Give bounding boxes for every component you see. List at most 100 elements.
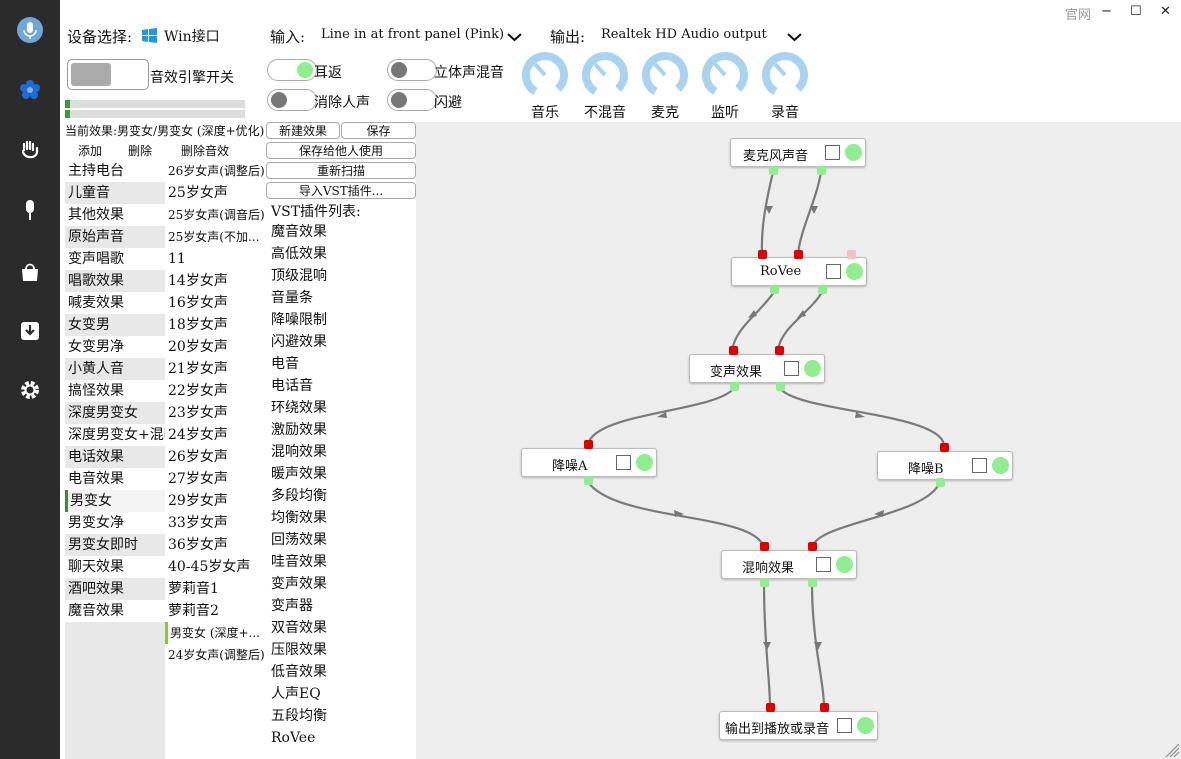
category-item[interactable]: 男变女 — [65, 490, 165, 512]
category-item[interactable]: 电话效果 — [65, 446, 165, 468]
preset-item[interactable]: 36岁女声 — [168, 537, 228, 553]
save-button[interactable]: 保存 — [341, 122, 416, 139]
category-item[interactable]: 变声唱歌 — [65, 248, 165, 270]
microphone-logo-icon[interactable] — [0, 10, 60, 50]
driver-select[interactable]: Win接口 — [164, 29, 220, 45]
preset-item[interactable]: 27岁女声 — [168, 471, 228, 487]
port-output[interactable] — [776, 382, 785, 391]
ear-return-toggle[interactable] — [267, 59, 317, 81]
port-input[interactable] — [847, 250, 856, 259]
maximize-button[interactable]: ☐ — [1130, 4, 1142, 19]
engine-switch[interactable] — [67, 59, 149, 90]
vst-plugin-item[interactable]: 哇音效果 — [271, 554, 327, 570]
port-input[interactable] — [758, 250, 767, 259]
vst-plugin-item[interactable]: 人声EQ — [271, 686, 321, 702]
vocal-remove-toggle[interactable] — [267, 89, 317, 111]
input-chevron-down-icon[interactable] — [507, 30, 522, 46]
node-mic-input[interactable]: 麦克风声音 — [730, 138, 866, 167]
vst-plugin-item[interactable]: 激励效果 — [271, 422, 327, 438]
node-enable-indicator[interactable] — [846, 263, 863, 280]
sliders-icon[interactable] — [825, 145, 840, 160]
preset-item[interactable]: 21岁女声 — [168, 361, 228, 377]
node-output[interactable]: 输出到播放或录音 — [719, 711, 878, 740]
vst-plugin-item[interactable]: 压限效果 — [271, 642, 327, 658]
output-select[interactable]: Realtek HD Audio output — [601, 27, 767, 42]
category-item[interactable]: 唱歌效果 — [65, 270, 165, 292]
vst-plugin-item[interactable]: 魔音效果 — [271, 224, 327, 240]
preset-item[interactable]: 26岁女声 — [168, 449, 228, 465]
port-output[interactable] — [769, 166, 778, 175]
vst-plugin-item[interactable]: 高低效果 — [271, 246, 327, 262]
ducking-toggle[interactable] — [387, 89, 437, 111]
preset-item[interactable]: 20岁女声 — [168, 339, 228, 355]
add-effect-button[interactable]: 添加 — [78, 144, 103, 158]
shopping-bag-icon[interactable] — [0, 252, 60, 292]
vst-plugin-item[interactable]: RoVee — [271, 730, 316, 746]
preset-item[interactable]: 男变女 (深度+... — [165, 622, 266, 644]
node-reverb[interactable]: 混响效果 — [721, 550, 857, 579]
output-chevron-down-icon[interactable] — [787, 30, 802, 46]
node-voice-change[interactable]: 变声效果 — [689, 354, 825, 383]
input-select[interactable]: Line in at front panel (Pink) — [321, 27, 505, 42]
port-output[interactable] — [770, 285, 779, 294]
port-input[interactable] — [940, 443, 949, 452]
node-enable-indicator[interactable] — [992, 457, 1009, 474]
port-output[interactable] — [730, 382, 739, 391]
vst-plugin-item[interactable]: 闪避效果 — [271, 334, 327, 350]
vst-plugin-item[interactable]: 环绕效果 — [271, 400, 327, 416]
port-output[interactable] — [818, 285, 827, 294]
close-button[interactable]: ✕ — [1160, 4, 1171, 19]
preset-item[interactable]: 40-45岁女声 — [168, 559, 251, 575]
vst-plugin-item[interactable]: 变声器 — [271, 598, 313, 614]
gear-icon[interactable] — [0, 370, 60, 410]
vst-plugin-item[interactable]: 五段均衡 — [271, 708, 327, 724]
port-input[interactable] — [760, 542, 769, 551]
sliders-icon[interactable] — [816, 557, 831, 572]
preset-item[interactable]: 29岁女声 — [168, 493, 228, 509]
vst-plugin-item[interactable]: 双音效果 — [271, 620, 327, 636]
port-input[interactable] — [808, 542, 817, 551]
preset-item[interactable]: 14岁女声 — [168, 273, 228, 289]
category-item[interactable]: 女变男 — [65, 314, 165, 336]
sliders-icon[interactable] — [826, 264, 841, 279]
port-input[interactable] — [794, 250, 803, 259]
node-denoise-b[interactable]: 降噪B — [877, 451, 1013, 480]
preset-item[interactable]: 萝莉音1 — [168, 581, 219, 597]
sliders-icon[interactable] — [837, 718, 852, 733]
category-item[interactable]: 深度男变女 — [65, 402, 165, 424]
sliders-icon[interactable] — [784, 361, 799, 376]
category-item[interactable]: 其他效果 — [65, 204, 165, 226]
category-item[interactable]: 主持电台 — [65, 160, 165, 182]
preset-item[interactable]: 萝莉音2 — [168, 603, 219, 619]
vst-plugin-item[interactable]: 变声效果 — [271, 576, 327, 592]
rescan-button[interactable]: 重新扫描 — [266, 162, 416, 179]
preset-item[interactable]: 33岁女声 — [168, 515, 228, 531]
category-item[interactable]: 魔音效果 — [65, 600, 165, 622]
category-item[interactable]: 原始声音 — [65, 226, 165, 248]
download-icon[interactable] — [0, 311, 60, 351]
preset-item[interactable]: 26岁女声(调整后) — [168, 164, 264, 178]
category-item[interactable]: 酒吧效果 — [65, 578, 165, 600]
port-input[interactable] — [775, 346, 784, 355]
port-output[interactable] — [584, 476, 593, 485]
sliders-icon[interactable] — [972, 458, 987, 473]
sliders-icon[interactable] — [616, 455, 631, 470]
vst-plugin-item[interactable]: 回荡效果 — [271, 532, 327, 548]
flower-effects-icon[interactable] — [0, 70, 60, 110]
stereo-mix-toggle[interactable] — [387, 59, 437, 81]
category-item[interactable]: 小黄人音 — [65, 358, 165, 380]
new-effect-button[interactable]: 新建效果 — [266, 122, 340, 139]
preset-item[interactable]: 22岁女声 — [168, 383, 228, 399]
import-vst-button[interactable]: 导入VST插件... — [266, 182, 416, 199]
minimize-button[interactable]: − — [1101, 4, 1112, 19]
delete-effect-button[interactable]: 删除 — [128, 144, 153, 158]
category-item[interactable]: 男变女即时 — [65, 534, 165, 556]
vst-plugin-item[interactable]: 电话音 — [271, 378, 313, 394]
node-enable-indicator[interactable] — [836, 556, 853, 573]
port-input[interactable] — [820, 703, 829, 712]
node-enable-indicator[interactable] — [804, 360, 821, 377]
node-enable-indicator[interactable] — [636, 454, 653, 471]
category-item[interactable]: 男变女净 — [65, 512, 165, 534]
save-for-others-button[interactable]: 保存给他人使用 — [266, 142, 416, 159]
port-output[interactable] — [760, 578, 769, 587]
